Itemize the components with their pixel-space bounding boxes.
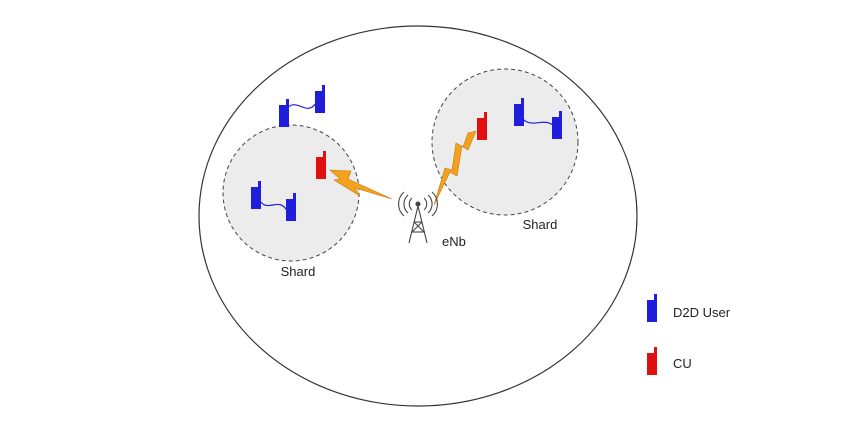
shard-right: Shard (431, 68, 579, 232)
d2d-pair-right (514, 98, 562, 139)
legend-cu-icon (647, 347, 657, 375)
shard-right-area (431, 68, 579, 216)
enb-tower-icon (398, 191, 438, 244)
d2d-pair-left-top (279, 85, 325, 127)
legend-d2d-label: D2D User (673, 305, 731, 320)
bolt-link-right (433, 130, 477, 206)
shard-right-label: Shard (523, 217, 558, 232)
shard-left-area (222, 124, 360, 262)
legend: D2D User CU (647, 294, 731, 375)
bolt-link-left (329, 169, 393, 200)
enb-label: eNb (442, 234, 466, 249)
d2d-pair-left-bottom (251, 181, 296, 221)
shard-left-label: Shard (281, 264, 316, 279)
legend-d2d-icon (647, 294, 657, 322)
legend-cu-label: CU (673, 356, 692, 371)
